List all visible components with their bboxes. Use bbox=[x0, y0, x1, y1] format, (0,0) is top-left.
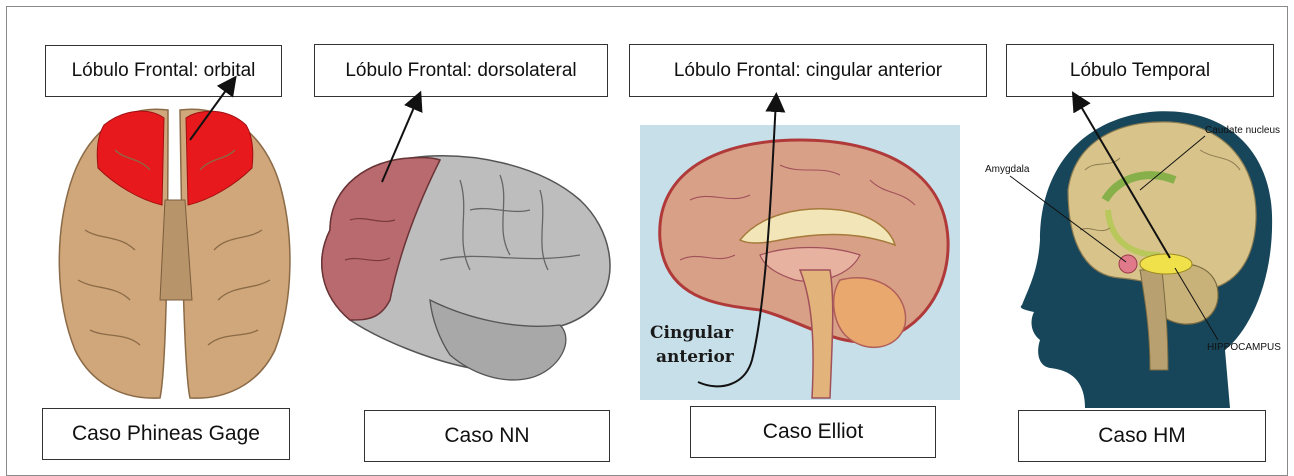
case-hm: Caso HM bbox=[1018, 410, 1266, 462]
case-phineas-gage-text: Caso Phineas Gage bbox=[72, 422, 260, 446]
brain-inferior-view bbox=[59, 82, 290, 398]
annotation-hippocampus: HIPPOCAMPUS bbox=[1207, 342, 1281, 353]
case-phineas-gage: Caso Phineas Gage bbox=[42, 408, 290, 460]
brain-midsagittal-view: Cingular anterior bbox=[640, 100, 960, 400]
brain-lateral-view bbox=[322, 98, 610, 380]
head-silhouette-view: Caudate nucleus Amygdala HIPPOCAMPUS bbox=[985, 98, 1281, 408]
case-nn-text: Caso NN bbox=[444, 424, 529, 448]
annotation-anterior: anterior bbox=[656, 347, 735, 367]
annotation-amygdala: Amygdala bbox=[985, 164, 1030, 175]
annotation-caudate-nucleus: Caudate nucleus bbox=[1205, 125, 1280, 136]
case-elliot-text: Caso Elliot bbox=[763, 420, 863, 444]
case-hm-text: Caso HM bbox=[1098, 424, 1186, 448]
illustrations: Cingular anterior Caudate nucleus Amygda… bbox=[0, 0, 1294, 464]
annotation-cingular: Cingular bbox=[650, 323, 734, 343]
case-elliot: Caso Elliot bbox=[690, 406, 936, 458]
case-nn: Caso NN bbox=[364, 410, 610, 462]
